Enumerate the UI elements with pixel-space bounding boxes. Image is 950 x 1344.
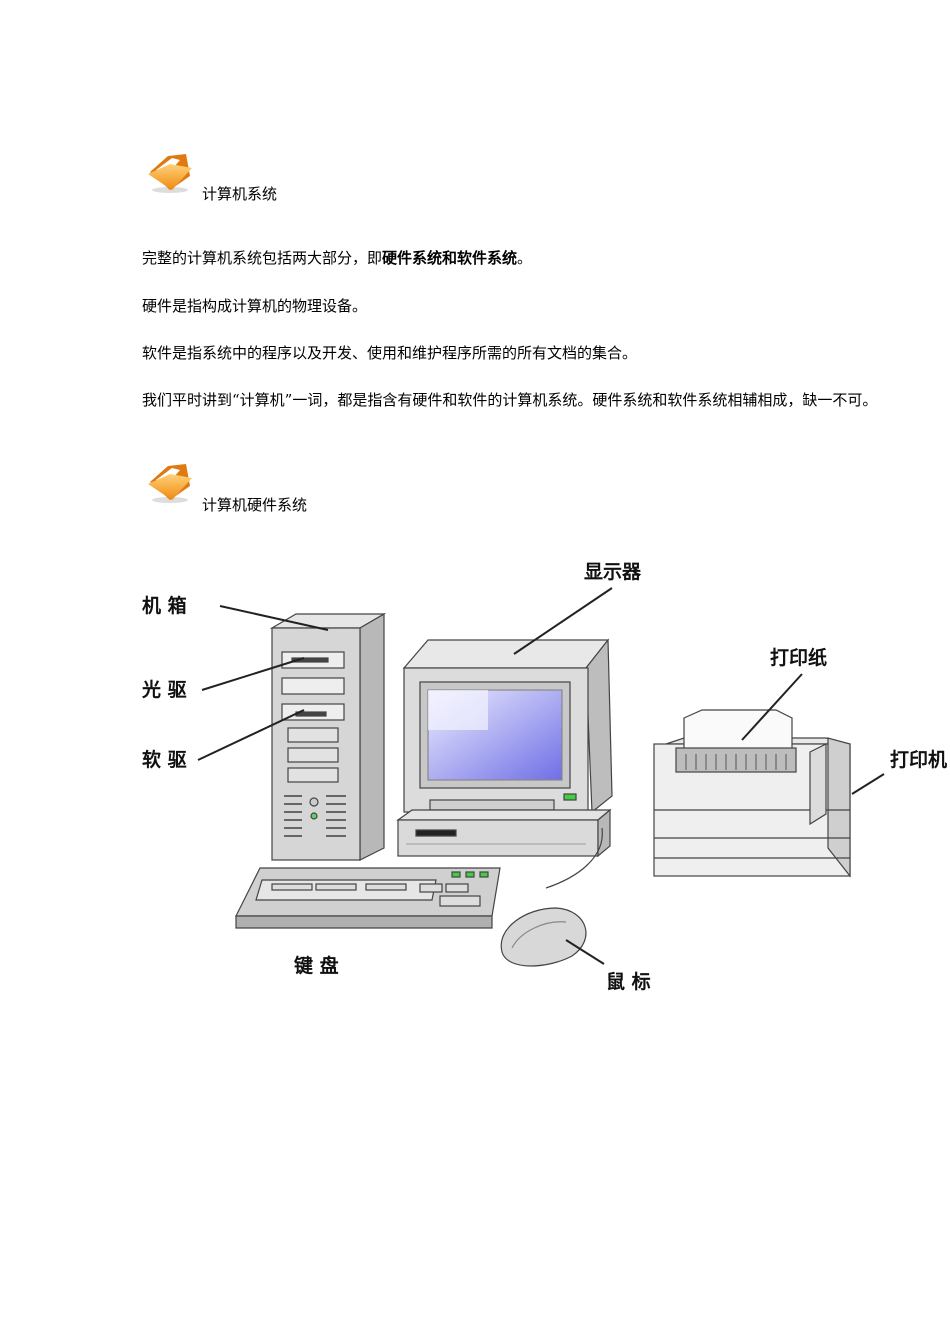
paragraph-intro-emphasis: 硬件系统和软件系统 — [382, 249, 518, 267]
hardware-diagram: 机 箱 光 驱 软 驱 显示器 打印纸 打印机 键 盘 鼠 标 — [141, 561, 947, 993]
mouse — [500, 827, 603, 967]
paragraph-intro-text: 完整的计算机系统包括两大部分，即 — [142, 249, 383, 267]
keyboard — [235, 867, 501, 929]
label-printer: 打印机 — [890, 748, 947, 771]
monitor — [402, 638, 613, 814]
label-monitor: 显示器 — [584, 561, 642, 583]
paragraph-intro: 完整的计算机系统包括两大部分，即硬件系统和软件系统。 — [142, 246, 532, 270]
label-paper: 打印纸 — [770, 646, 827, 669]
paragraph-software: 软件是指系统中的程序以及开发、使用和维护程序所需的所有文档的集合。 — [142, 344, 638, 362]
printer-paper — [675, 709, 797, 773]
paragraph-system: 我们平时讲到“计算机”一词，都是指含有硬件和软件的计算机系统。硬件系统和软件系统… — [142, 391, 878, 409]
paragraph-hardware: 硬件是指构成计算机的物理设备。 — [142, 297, 368, 315]
label-mouse: 鼠 标 — [606, 970, 651, 993]
section-title-hardware-system: 计算机硬件系统 — [202, 496, 308, 514]
desktop-base-unit — [396, 808, 612, 858]
folder-icon — [148, 154, 192, 193]
label-case: 机 箱 — [142, 594, 187, 617]
paragraph-intro-end: 。 — [517, 249, 533, 267]
leader-lines — [197, 587, 885, 965]
section-title-computer-system: 计算机系统 — [202, 185, 278, 203]
folder-icon — [148, 464, 192, 503]
label-cdrom: 光 驱 — [141, 678, 187, 701]
label-keyboard: 键 盘 — [293, 954, 339, 977]
tower-case — [269, 612, 387, 861]
label-floppy: 软 驱 — [142, 748, 187, 771]
